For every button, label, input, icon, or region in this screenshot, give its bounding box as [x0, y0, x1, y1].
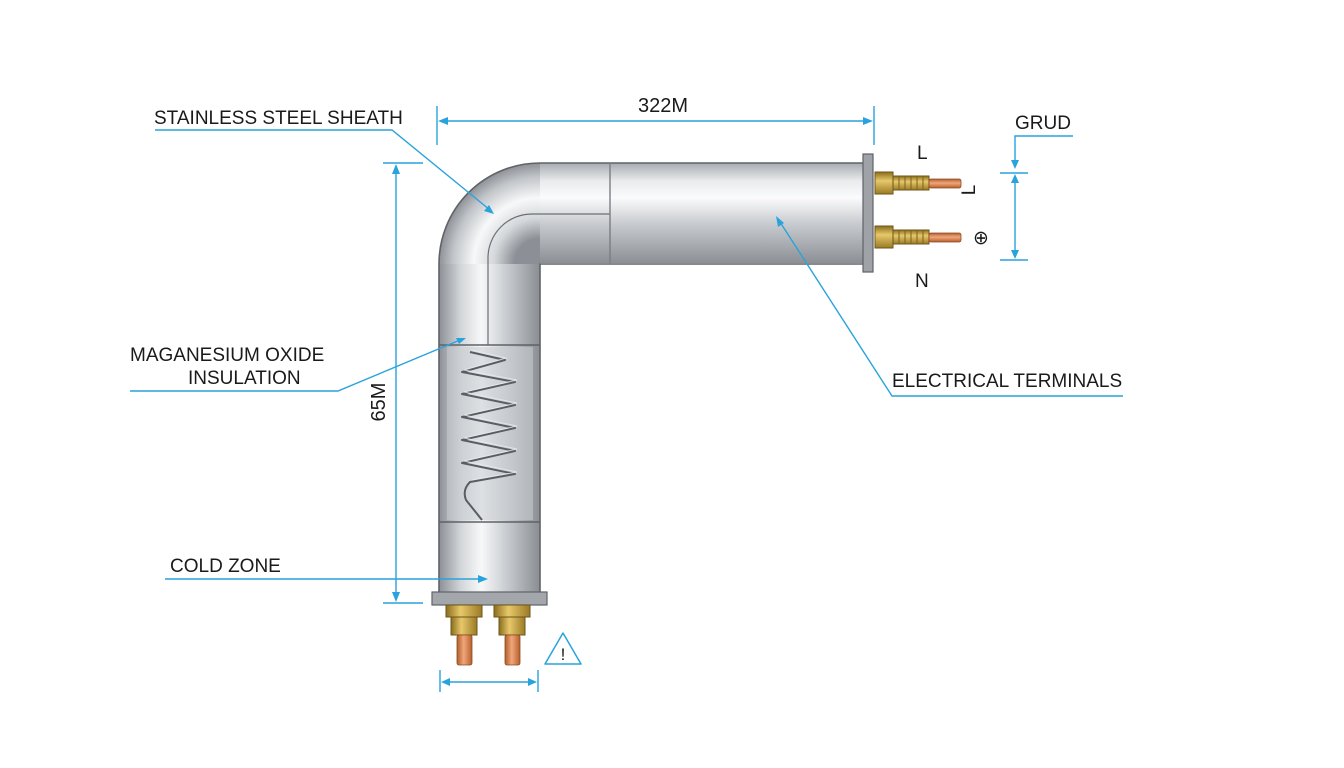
- side-live-mark: L: [959, 185, 980, 196]
- insulation-label-line1: MAGANESIUM OXIDE: [130, 345, 324, 366]
- neutral-terminal-pin: [928, 232, 962, 243]
- vertical-length-label: 65M: [368, 383, 390, 422]
- insulation-label-line2: INSULATION: [188, 368, 301, 389]
- horizontal-length-label: 322M: [638, 95, 688, 117]
- live-terminal-pin: [928, 178, 962, 189]
- cold-zone-label: COLD ZONE: [170, 556, 281, 577]
- right-flange: [862, 153, 874, 273]
- warning-triangle-icon: !: [544, 632, 582, 665]
- sheath-label: STAINLESS STEEL SHEATH: [154, 108, 403, 129]
- horizontal-sheath: [540, 163, 865, 263]
- dimension-terminal-spacing: [439, 670, 539, 692]
- leader-lines: [130, 129, 1123, 583]
- live-mark: L: [917, 143, 928, 164]
- elbow-sheath: [439, 163, 540, 264]
- dimension-horizontal: 322M: [436, 95, 875, 145]
- terminals-label: ELECTRICAL TERMINALS: [892, 371, 1122, 392]
- ground-symbol-icon: ⊕: [973, 228, 989, 249]
- bottom-terminal-assembly: [431, 591, 548, 666]
- ground-label: GRUD: [1015, 113, 1071, 134]
- right-terminal-assembly: [862, 153, 962, 273]
- heating-coil-cutaway: [447, 347, 533, 521]
- dimension-ground-spacing: [1000, 135, 1073, 261]
- bottom-flange: [431, 591, 548, 606]
- dimension-vertical: 65M: [368, 162, 423, 604]
- warning-mark: !: [561, 645, 566, 664]
- neutral-mark: N: [915, 271, 929, 292]
